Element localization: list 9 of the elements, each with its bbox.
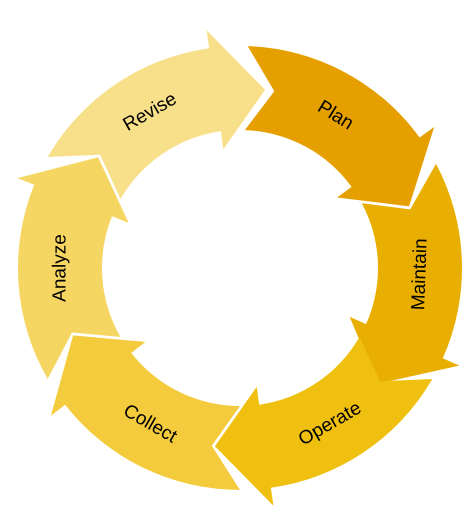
segment-label: Plan	[314, 96, 358, 134]
arrow-segment	[48, 30, 266, 199]
arrow-segment	[214, 337, 432, 506]
arrow-segment	[50, 335, 240, 490]
segment-label: Analyze	[50, 234, 70, 302]
arrow-segment	[350, 164, 462, 384]
arrow-segment	[18, 157, 129, 379]
segment-label: Maintain	[408, 238, 432, 311]
arrow-segment	[244, 46, 434, 206]
